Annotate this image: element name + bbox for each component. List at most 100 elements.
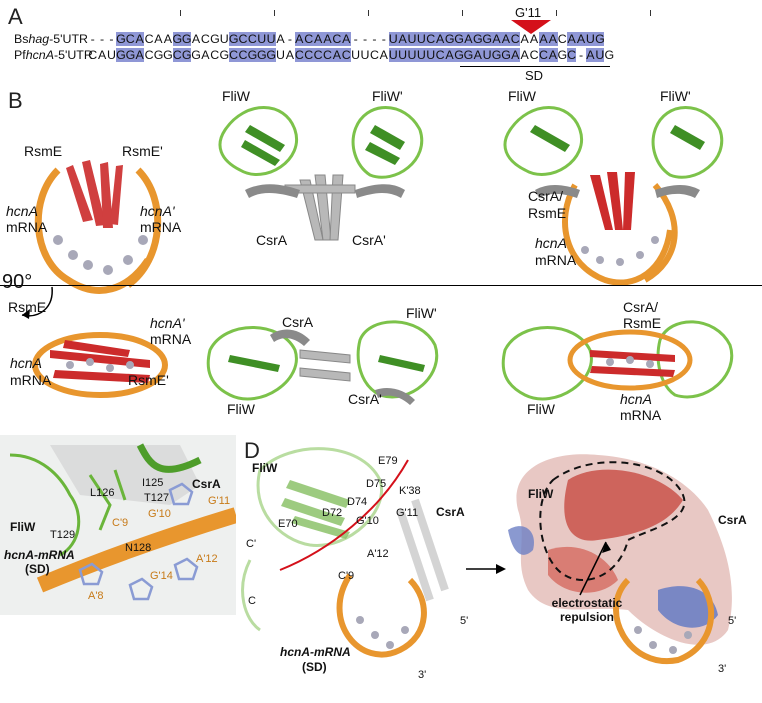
nucleotide: G [228,32,239,46]
nucleotide: C [557,32,567,46]
d-right-label-3prime: 3' [718,663,727,675]
label-fliw-bottom-right: FliW [527,401,555,417]
nucleotide: G [163,48,173,62]
nucleotide: C [210,48,220,62]
panel-c-structure [9,443,236,601]
right-arrow-icon [466,564,506,574]
label-mrna: mRNA [6,219,48,235]
g11-marker-triangle [511,20,551,34]
d-label-hcna-mrna: hcnA-mRNA [280,645,351,659]
nucleotide: - [109,32,114,46]
nucleotide: A [285,48,295,62]
nucleotide: A [463,32,474,46]
fliw-csra-rna-complex-bottom [501,320,734,401]
label-csra-prime-bottom-middle: CsrA' [348,391,382,407]
d-label-d72: D72 [322,507,343,519]
panel-letter-d: D [244,438,260,463]
c-label-g10: G'10 [148,508,171,520]
nucleotide: G [473,32,483,46]
nucleotide: A [134,32,145,46]
rsme-rna-complex-top [34,160,162,294]
label-mrna-bottom-right: mRNA [620,407,662,423]
nucleotide: A [520,48,529,62]
structure-panel-b: RsmE RsmE' hcnA mRNA hcnA' mRNA FliW Fli… [0,85,762,435]
nucleotide: A [576,32,586,46]
nucleotide: - [287,32,292,46]
nucleotide: U [585,32,596,46]
nucleotide: G [181,32,192,46]
label-hcna-bottom-right: hcnA [620,391,652,407]
label-mrna-prime-bottom-left: mRNA [150,331,192,347]
panel-b-divider [0,285,762,286]
label-fliw-top-middle: FliW [222,88,250,104]
label-hcna: hcnA [6,203,38,219]
label-mrna-bottom-left: mRNA [10,372,52,388]
label-fliw-top-right: FliW [508,88,536,104]
nucleotide: C [510,32,520,46]
nucleotide: A [397,32,408,46]
d-label-5prime: 5' [460,615,469,627]
nucleotide: A [154,32,163,46]
nucleotide: G [191,48,201,62]
rotation-arrow-icon [21,286,53,319]
nucleotide: C [332,32,342,46]
c-label-sd: (SD) [25,562,50,576]
panel-d-right-surface [508,454,732,665]
label-rsme-prime-bottom-left: RsmE' [128,372,169,388]
rotation-label: 90° [2,271,33,293]
nucleotide: G [210,32,220,46]
label-csra-prime-top-middle: CsrA' [352,232,386,248]
nucleotide: A [276,32,285,46]
nucleotide: G [153,48,164,62]
nucleotide: G [181,48,192,62]
nucleotide: U [407,48,417,62]
d-label-c: C [248,595,256,607]
fliw-csra-complex-top [218,106,424,241]
panel-letter-a: A [8,4,23,29]
d-label-csra: CsrA [436,505,465,519]
nucleotide: A [191,32,201,46]
nucleotide: A [520,32,529,46]
nucleotide: U [351,48,361,62]
c-label-t127: T127 [144,492,170,504]
nucleotide: C [566,48,577,62]
c-label-n128: N128 [125,542,152,554]
nucleotide: G [219,48,230,62]
nucleotide: C [238,48,248,62]
nucleotide: - [353,32,358,46]
nucleotide: G [257,48,267,62]
nucleotide: C [435,48,445,62]
sequence-alignment: G'11 Bshag-5'UTR---GCACAAGGACGUGCCUUA-AC… [0,0,762,85]
nucleotide: U [257,32,267,46]
nucleotide: C [313,48,323,62]
nucleotide: G [172,32,183,46]
nucleotide: C [303,32,314,46]
nucleotide: C [144,32,154,46]
nucleotide: G [247,48,258,62]
sd-bracket [460,66,610,67]
nucleotide: G [266,48,277,62]
fliw-csra-complex-bottom [206,320,439,405]
nucleotide: A [379,48,388,62]
c-label-l126: L126 [90,487,115,499]
nucleotide: G [491,48,502,62]
d-label-a12: A'12 [367,548,389,560]
label-hcna-bottom-left: hcnA [10,355,42,371]
rsme-rna-complex-bottom [32,332,168,398]
nucleotide: U [219,32,229,46]
d-label-e79: E79 [378,455,398,467]
label-mrna-top-right: mRNA [535,252,577,268]
d-label-3prime: 3' [418,669,427,681]
nucleotide: U [595,48,605,62]
fliw-csra-rna-complex-top [503,106,724,286]
nucleotide: C [369,48,379,62]
nucleotide: U [107,48,116,62]
nucleotide: C [247,32,258,46]
nucleotide: A [322,32,333,46]
nucleotide: A [548,32,558,46]
nucleotide: C [294,48,304,62]
nucleotide: A [435,32,445,46]
d-label-d74: D74 [347,496,368,508]
nucleotide: G [595,32,605,46]
nucleotide: U [397,48,408,62]
